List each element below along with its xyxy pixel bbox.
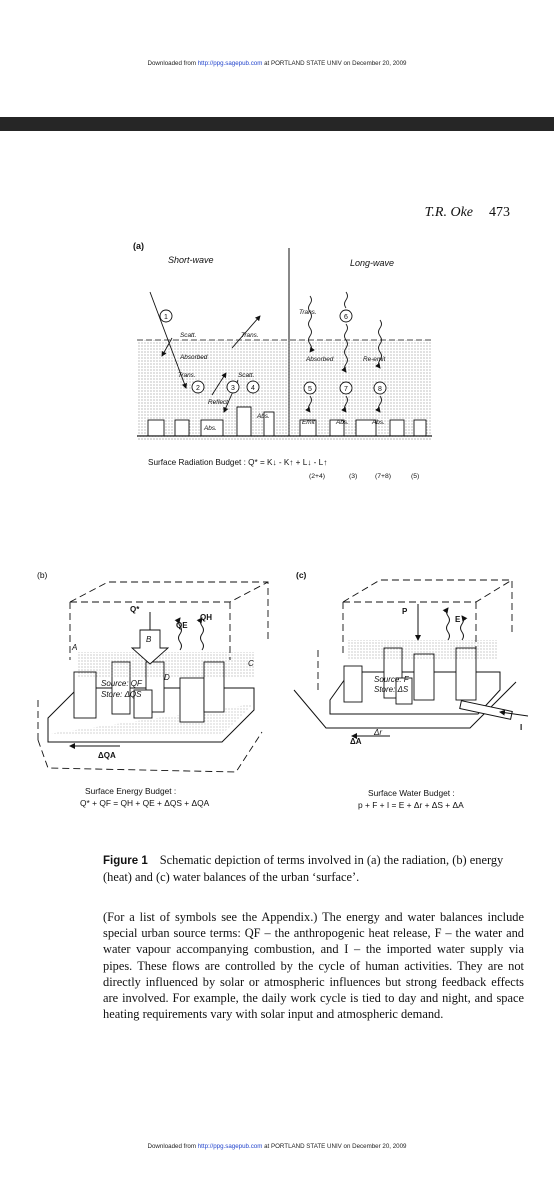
sw-circle-1 (159, 309, 173, 323)
download-notice-bottom: Downloaded from http://ppg.sagepub.com a… (0, 1143, 554, 1150)
label-store-ds: Store: ΔS (374, 685, 409, 694)
water-canopy-layer (348, 640, 498, 660)
energy-canopy-layer (78, 652, 254, 678)
body-text: (For a list of symbols see the Appendix.… (103, 910, 524, 1022)
body-paragraph: (For a list of symbols see the Appendix.… (103, 909, 524, 1022)
download-notice-top: Downloaded from http://ppg.sagepub.com a… (0, 60, 554, 67)
energy-budget-title: Surface Energy Budget : (85, 786, 176, 796)
label-absorbed-lw: Absorbed (305, 356, 334, 363)
caption-label: Figure 1 (103, 855, 148, 867)
panel-b: (b) Q* (37, 570, 269, 808)
page-number: 473 (489, 205, 510, 220)
num-4: 4 (251, 385, 255, 392)
sw-circle-2 (191, 380, 205, 394)
download-link-bottom[interactable]: http://ppg.sagepub.com (197, 1143, 263, 1150)
label-e: E (455, 615, 461, 624)
num-5: 5 (308, 386, 312, 393)
panel-a-label: (a) (133, 241, 144, 251)
label-reflect: Reflect (208, 399, 228, 406)
lw-circle-5 (303, 381, 317, 395)
download-prefix-bottom: Downloaded from (147, 1143, 198, 1150)
figure-1: (a) Short-wave Long-wave (37, 241, 529, 810)
budget-term-3: (7+8) (375, 473, 391, 480)
budget-term-1: (2+4) (309, 473, 325, 480)
sw-circle-4 (246, 380, 260, 394)
water-budget-title: Surface Water Budget : (368, 788, 455, 798)
num-2: 2 (196, 385, 200, 392)
label-c: C (248, 659, 254, 668)
label-scatt: Scatt. (180, 332, 196, 339)
label-abs-lw-1: Abs. (335, 419, 349, 426)
num-3: 3 (231, 385, 235, 392)
label-da: ΔA (350, 737, 362, 746)
caption-text: Schematic depiction of terms involved in… (103, 853, 504, 884)
lw-circle-7 (339, 381, 353, 395)
ground-strip (137, 436, 432, 440)
budget-term-2: (3) (349, 473, 357, 480)
label-abs-lw-2: Abs. (371, 419, 385, 426)
label-abs-1: Abs. (256, 413, 270, 420)
download-prefix: Downloaded from (147, 60, 198, 67)
panel-c: (c) P E (293, 570, 529, 810)
energy-budget-equation: Q* + QF = QH + QE + ΔQS + ΔQA (80, 798, 210, 808)
label-qe: QE (176, 621, 188, 630)
water-base-outline (293, 681, 517, 729)
radiation-budget-label: Surface Radiation Budget : Q* = K↓ - K↑ … (148, 458, 327, 467)
label-store-dqs: Store: ΔQS (101, 690, 142, 699)
label-a: A (71, 643, 77, 652)
qh-arrow (196, 617, 204, 651)
running-head: T.R. Oke 473 (425, 205, 510, 221)
running-head-author: T.R. Oke (424, 205, 473, 220)
label-trans: Trans. (241, 332, 259, 339)
label-emit: Emit (302, 419, 315, 426)
label-qstar: Q* (130, 605, 140, 614)
label-trans-lw: Trans. (299, 309, 317, 316)
label-dr: Δr (373, 728, 382, 737)
e-arrow-2 (460, 615, 468, 641)
label-abs-2: Abs. (203, 425, 217, 432)
import-pipe (459, 700, 529, 720)
label-reemit: Re-emit (363, 356, 386, 363)
page-separator-band (0, 117, 554, 131)
water-budget-equation: p + F + I = E + Δr + ΔS + ΔA (358, 800, 464, 810)
label-source-f: Source: F (374, 675, 410, 684)
label-b: B (146, 635, 152, 644)
panel-b-label: (b) (37, 570, 48, 580)
shortwave-title: Short-wave (168, 255, 214, 265)
download-suffix-bottom: at PORTLAND STATE UNIV on December 20, 2… (262, 1143, 407, 1150)
download-suffix: at PORTLAND STATE UNIV on December 20, 2… (262, 60, 407, 67)
energy-control-volume (37, 581, 269, 773)
num-6: 6 (344, 314, 348, 321)
qe-arrow (174, 617, 182, 651)
lw-circle-8 (373, 381, 387, 395)
qstar-block-arrow (130, 629, 170, 665)
e-arrow (442, 607, 450, 641)
longwave-title: Long-wave (350, 258, 394, 268)
num-1: 1 (164, 314, 168, 321)
label-trans-2: Trans. (178, 372, 196, 379)
label-dqa: ΔQA (98, 751, 116, 760)
buildings-c (343, 647, 477, 705)
label-i: I (520, 723, 522, 732)
label-absorbed: Absorbed (179, 354, 208, 361)
lw-circle-6 (339, 309, 353, 323)
sw-circle-3 (226, 380, 240, 394)
panel-c-label: (c) (296, 570, 307, 580)
label-source-qf: Source: QF (101, 679, 143, 688)
label-qh: QH (200, 613, 212, 622)
label-scatt-2: Scatt. (238, 372, 254, 379)
panel-a: (a) Short-wave Long-wave (133, 241, 432, 480)
download-link[interactable]: http://ppg.sagepub.com (197, 60, 263, 67)
longwave-arrows (305, 291, 382, 413)
num-7: 7 (344, 386, 348, 393)
num-8: 8 (378, 386, 382, 393)
budget-term-4: (5) (411, 473, 419, 480)
label-p: P (402, 607, 408, 616)
label-d: D (164, 673, 170, 682)
